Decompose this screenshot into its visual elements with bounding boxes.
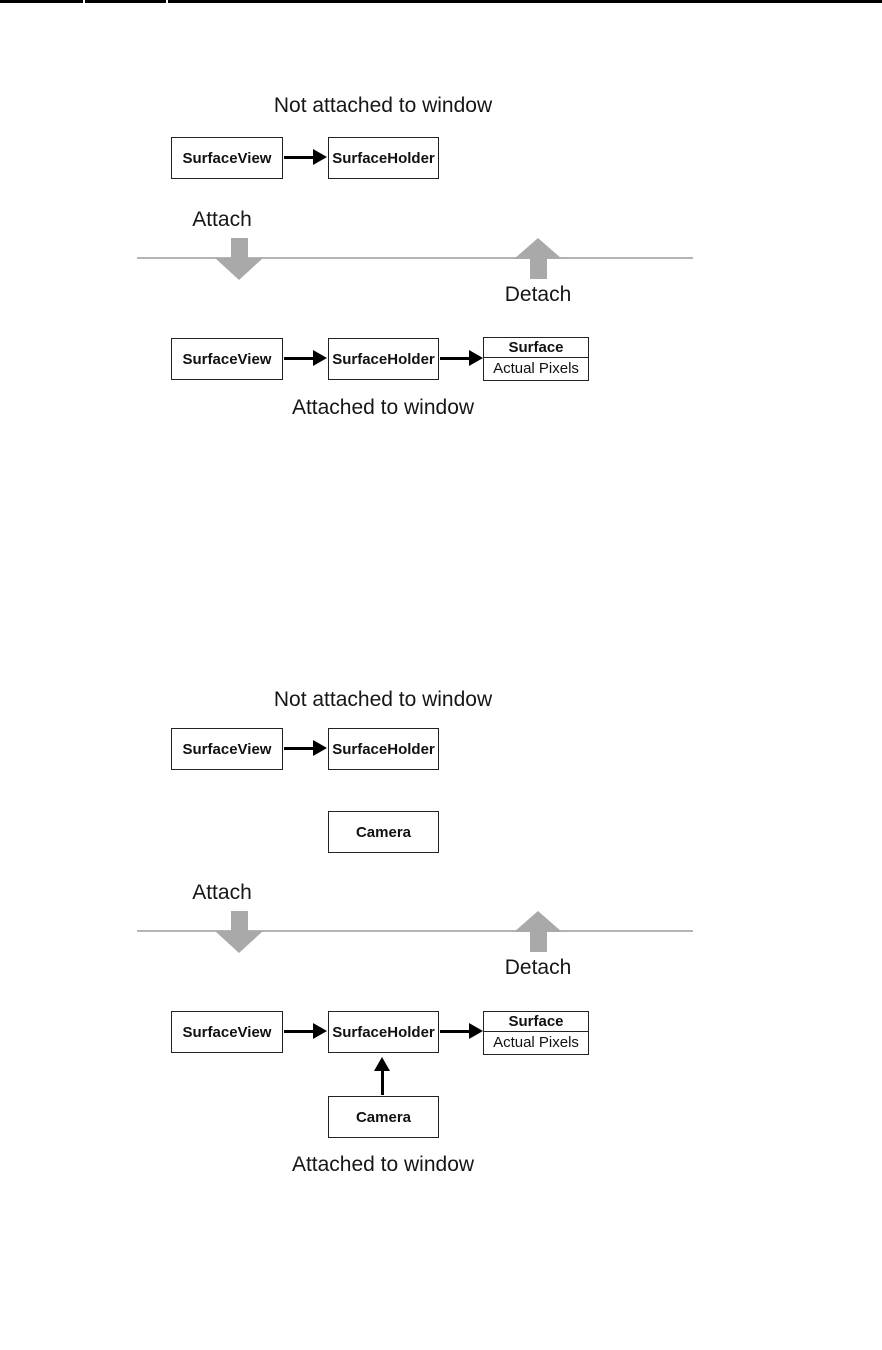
arrow-shaft	[284, 1030, 315, 1033]
diagram1-attach-label: Attach	[192, 208, 252, 231]
arrow-head	[313, 350, 327, 366]
arrow-head	[313, 149, 327, 165]
diagram1-detach-label: Detach	[504, 283, 572, 306]
surfaceholder-label: SurfaceHolder	[332, 740, 435, 758]
surfaceholder-label: SurfaceHolder	[332, 149, 435, 167]
attach-arrow-stem	[230, 911, 248, 931]
diagram2-surfaceview-box-detached: SurfaceView	[171, 728, 283, 770]
diagram2-surfaceview-box-attached: SurfaceView	[171, 1011, 283, 1053]
arrow-right-icon	[440, 1023, 483, 1040]
page-top-rule-segment	[0, 0, 83, 3]
arrow-shaft	[381, 1070, 384, 1095]
detach-arrow-head	[514, 911, 562, 932]
attach-arrow-down-icon	[215, 238, 263, 280]
attach-arrow-head	[215, 258, 263, 280]
surface-label: Surface	[484, 1012, 588, 1032]
actual-pixels-label: Actual Pixels	[493, 360, 579, 377]
arrow-head	[374, 1057, 390, 1071]
detach-arrow-head	[514, 238, 562, 259]
arrow-head	[469, 1023, 483, 1039]
diagram1-title-not-attached: Not attached to window	[273, 94, 493, 117]
arrow-right-icon	[440, 350, 483, 367]
arrow-right-icon	[284, 1023, 327, 1040]
diagram1-title-attached: Attached to window	[291, 396, 475, 419]
arrow-right-icon	[284, 740, 327, 757]
diagram2-surface-box: Surface Actual Pixels	[483, 1011, 589, 1055]
attach-arrow-head	[215, 931, 263, 953]
arrow-right-icon	[284, 149, 327, 166]
diagram2-surfaceholder-box-attached: SurfaceHolder	[328, 1011, 439, 1053]
attach-arrow-stem	[230, 238, 248, 258]
diagram2-camera-box-detached: Camera	[328, 811, 439, 853]
diagram1-surfaceholder-box-attached: SurfaceHolder	[328, 338, 439, 380]
diagram2-attach-label: Attach	[192, 881, 252, 904]
detach-arrow-up-icon	[514, 238, 562, 279]
surfaceview-label: SurfaceView	[182, 149, 272, 167]
diagram1-surfaceholder-box-detached: SurfaceHolder	[328, 137, 439, 179]
actual-pixels-label: Actual Pixels	[493, 1034, 579, 1051]
diagram2-title-attached: Attached to window	[291, 1153, 475, 1176]
detach-arrow-up-icon	[514, 911, 562, 952]
diagram2-title-not-attached: Not attached to window	[273, 688, 493, 711]
surfaceview-label: SurfaceView	[182, 350, 272, 368]
page-top-rule-segment	[85, 0, 166, 3]
arrow-head	[313, 1023, 327, 1039]
surfaceholder-label: SurfaceHolder	[332, 350, 435, 368]
diagram2-surfaceholder-box-detached: SurfaceHolder	[328, 728, 439, 770]
arrow-shaft	[440, 1030, 471, 1033]
arrow-shaft	[284, 357, 315, 360]
diagram1-surface-box: Surface Actual Pixels	[483, 337, 589, 381]
surfaceview-label: SurfaceView	[182, 740, 272, 758]
surface-label: Surface	[484, 338, 588, 358]
page-top-rule-segment	[168, 0, 882, 3]
arrow-right-icon	[284, 350, 327, 367]
diagram1-surfaceview-box-attached: SurfaceView	[171, 338, 283, 380]
diagram2-timeline	[137, 930, 693, 932]
arrow-shaft	[440, 357, 471, 360]
camera-label: Camera	[355, 823, 412, 841]
arrow-up-icon	[374, 1057, 391, 1095]
diagram1-surfaceview-box-detached: SurfaceView	[171, 137, 283, 179]
surfaceholder-label: SurfaceHolder	[332, 1023, 435, 1041]
arrow-shaft	[284, 156, 315, 159]
surfaceview-label: SurfaceView	[182, 1023, 272, 1041]
attach-arrow-down-icon	[215, 911, 263, 953]
arrow-head	[469, 350, 483, 366]
arrow-head	[313, 740, 327, 756]
diagram2-detach-label: Detach	[504, 956, 572, 979]
diagram2-camera-box-attached: Camera	[328, 1096, 439, 1138]
diagram1-timeline	[137, 257, 693, 259]
detach-arrow-stem	[529, 932, 547, 952]
arrow-shaft	[284, 747, 315, 750]
detach-arrow-stem	[529, 259, 547, 279]
camera-label: Camera	[355, 1108, 412, 1126]
